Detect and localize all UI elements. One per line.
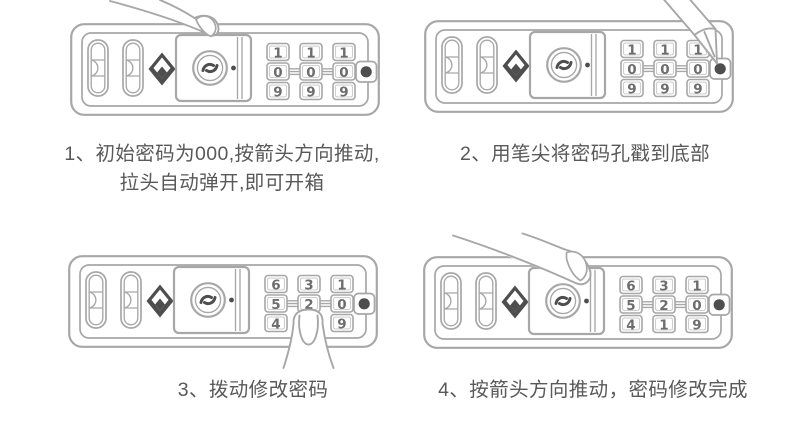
dial-digit: 9 <box>692 317 701 333</box>
dial-digit: 0 <box>693 62 702 78</box>
fingernail <box>194 15 217 38</box>
step-1-panel: 1 0 9 1 0 9 1 0 9 <box>0 0 395 223</box>
dial-digit: 9 <box>337 316 346 332</box>
dial-digit: 9 <box>273 84 282 100</box>
dial-digit: 1 <box>659 317 668 333</box>
dial-digit: 1 <box>339 45 348 61</box>
step-4-panel: 6 5 4 3 2 1 1 0 9 <box>395 232 790 446</box>
dial-digit: 2 <box>304 297 313 313</box>
dial-digit: 1 <box>660 42 669 58</box>
dial-digit: 9 <box>627 81 636 97</box>
dial-digit: 3 <box>659 278 668 294</box>
dial-digit: 1 <box>306 45 315 61</box>
dial-digit: 0 <box>692 298 701 314</box>
dial-digit: 0 <box>660 62 669 78</box>
dial-digit: 6 <box>626 278 635 294</box>
finger-pointer <box>282 308 335 369</box>
dial-digit: 6 <box>271 277 280 293</box>
caption-step-3: 3、拨动修改密码 <box>73 376 433 405</box>
dial-digit: 1 <box>337 277 346 293</box>
dial-digit: 1 <box>627 42 636 58</box>
dials: 1 0 9 1 0 9 1 0 9 <box>620 39 710 97</box>
dial-digit: 1 <box>273 45 282 61</box>
dial-digit: 0 <box>339 65 348 81</box>
dial-digit: 4 <box>626 317 635 333</box>
caption-line: 拉头自动弹开,即可开箱 <box>119 172 325 194</box>
finger-pointer <box>109 0 220 38</box>
pen-pointer <box>663 0 718 65</box>
dial-digit: 2 <box>659 298 668 314</box>
dial-digit: 9 <box>660 81 669 97</box>
dial-digit: 9 <box>339 84 348 100</box>
dial-digit: 9 <box>693 81 702 97</box>
caption-line: 2、用笔尖将密码孔戳到底部 <box>459 143 711 165</box>
fingernail <box>298 314 319 346</box>
caption-step-4: 4、按箭头方向推动，密码修改完成 <box>413 376 773 405</box>
dials: 6 5 4 3 2 1 1 0 9 <box>619 275 709 334</box>
dial-digit: 1 <box>693 42 702 58</box>
dial-digit: 0 <box>273 65 282 81</box>
caption-line: 1、初始密码为000,按箭头方向推动, <box>64 143 380 165</box>
dial-digit: 0 <box>306 65 315 81</box>
caption-step-1: 1、初始密码为000,按箭头方向推动, 拉头自动弹开,即可开箱 <box>42 140 402 198</box>
step-3-panel: 6 5 4 3 2 1 0 9 <box>0 223 395 369</box>
caption-line: 4、按箭头方向推动，密码修改完成 <box>438 379 748 401</box>
caption-line: 3、拨动修改密码 <box>177 379 329 401</box>
dial-digit: 0 <box>627 62 636 78</box>
fingernail <box>565 250 588 282</box>
step-2-panel: 1 0 9 1 0 9 1 0 9 <box>395 0 790 223</box>
finger-pointer <box>452 232 592 286</box>
dial-digit: 4 <box>271 316 280 332</box>
dials: 1 0 9 1 0 9 1 0 9 <box>266 42 356 100</box>
caption-step-2: 2、用笔尖将密码孔戳到底部 <box>405 140 765 169</box>
dial-digit: 5 <box>626 298 635 314</box>
dials: 6 5 4 3 2 1 0 9 <box>264 274 354 333</box>
dial-digit: 1 <box>692 278 701 294</box>
dial-digit: 0 <box>337 297 346 313</box>
dial-digit: 3 <box>304 277 313 293</box>
dial-digit: 9 <box>306 84 315 100</box>
dial-digit: 5 <box>271 297 280 313</box>
